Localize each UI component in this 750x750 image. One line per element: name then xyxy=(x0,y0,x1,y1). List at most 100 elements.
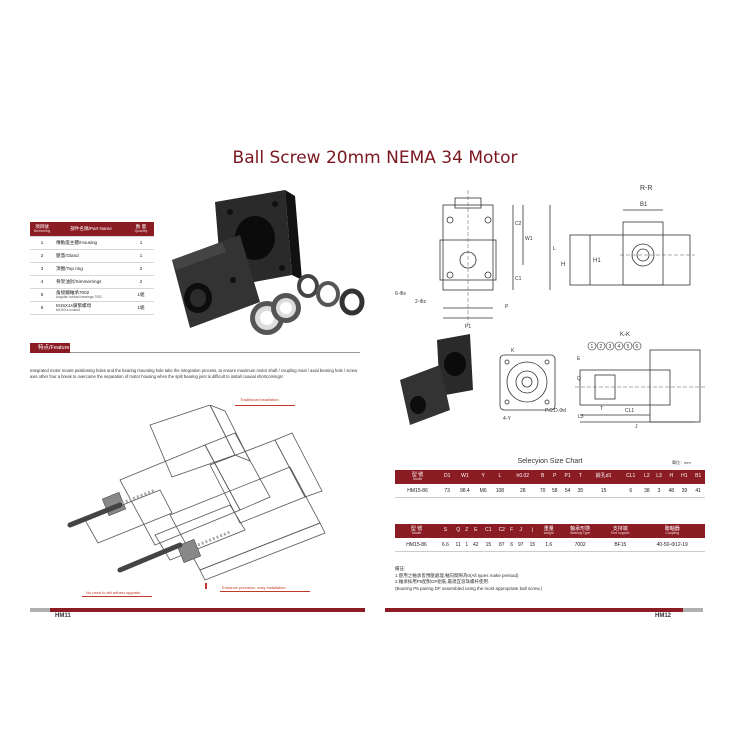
dim-s: 6-Φs xyxy=(395,291,406,297)
header-cell: Y xyxy=(475,470,491,484)
page-number-right: HM12 xyxy=(655,613,672,619)
footer-bar-left xyxy=(50,608,365,612)
callout-circles: 1 2 3 4 5 6 xyxy=(587,341,642,351)
svg-text:5: 5 xyxy=(627,344,630,350)
table-cell: 39 xyxy=(677,484,692,498)
header-cell: h0.02 xyxy=(509,470,537,484)
header-cell: B1 xyxy=(691,470,705,484)
installation-comparison-illustration xyxy=(67,405,326,581)
footer-bar-right xyxy=(385,608,683,612)
dim-p: P xyxy=(505,304,509,310)
table-cell: 7002 xyxy=(559,538,602,552)
table-cell: 42 xyxy=(469,538,482,552)
header-cell: Q xyxy=(452,524,464,538)
notes: 備註: 1.使用之軸承皆預壓處理,軸向間隙為0(All types make p… xyxy=(395,566,715,592)
annotation-line xyxy=(82,596,152,597)
table-cell: BF15 xyxy=(601,538,640,552)
table-cell: 108 xyxy=(490,484,510,498)
header-cell: T xyxy=(574,470,587,484)
table-cell: 48 xyxy=(665,484,678,498)
header-cell: L3 xyxy=(652,470,666,484)
annotation-line xyxy=(205,583,207,589)
dim-e: E xyxy=(577,356,581,362)
footer-gray-left xyxy=(30,608,50,612)
dim-c2: C2 xyxy=(515,221,522,227)
annotation-line xyxy=(235,405,295,406)
dim-p1: P1 xyxy=(465,324,471,330)
header-cell: F xyxy=(508,524,515,538)
svg-text:6: 6 xyxy=(636,344,639,350)
dim-j: J xyxy=(635,424,638,430)
table-cell: 15 xyxy=(481,538,496,552)
housing-body xyxy=(172,190,302,328)
header-cell: C1 xyxy=(481,524,496,538)
feature-tab: 特点/Feature xyxy=(30,343,70,353)
table-cell: 15 xyxy=(586,484,621,498)
table-cell: M6 xyxy=(475,484,491,498)
header-cell: 鉸孔d1 xyxy=(586,470,621,484)
svg-text:2: 2 xyxy=(600,344,603,350)
table-cell: 28 xyxy=(509,484,537,498)
technical-drawing-top: P P1 C2 W1 L C1 6-Φs 2-Φz R-R B1 H H1 xyxy=(395,185,695,330)
svg-text:1: 1 xyxy=(591,344,594,350)
header-cell: C2 xyxy=(495,524,509,538)
section-rr-label: R-R xyxy=(640,185,652,192)
dim-l: L xyxy=(553,246,556,252)
table-cell: 73 xyxy=(440,484,455,498)
table-cell: 35 xyxy=(574,484,587,498)
note-line: (Boaring P5 pairing DF assembled using t… xyxy=(395,585,543,591)
table-cell: 6 xyxy=(620,484,641,498)
dim-q: Q xyxy=(577,376,581,382)
table-cell: HM15-86 xyxy=(395,538,439,552)
table-cell: 38 xyxy=(640,484,653,498)
header-cell: P1 xyxy=(560,470,575,484)
table-cell: 87 xyxy=(495,538,509,552)
front-view-drawing xyxy=(439,190,551,325)
annotation-line xyxy=(220,591,310,592)
dim-four-y: 4-Y xyxy=(503,416,511,422)
dim-w1: W1 xyxy=(525,236,533,242)
header-cell: L2 xyxy=(640,470,653,484)
table-cell: 11 xyxy=(452,538,464,552)
dim-k: K xyxy=(511,348,515,354)
unit-label: 單位：mm xyxy=(672,460,691,465)
svg-text:4: 4 xyxy=(618,344,621,350)
selection-chart-title: Selecyion Size Chart xyxy=(517,458,583,465)
header-cell: H1 xyxy=(677,470,692,484)
dim-t: T xyxy=(600,406,603,412)
dim-cl1: CL1 xyxy=(625,408,634,414)
header-cell: J xyxy=(514,524,527,538)
section-kk-label: K-K xyxy=(620,332,630,338)
header-cell: B xyxy=(536,470,549,484)
page-title: Ball Screw 20mm NEMA 34 Motor xyxy=(232,148,518,168)
table-cell: 15 xyxy=(526,538,539,552)
table-cell: 1.6 xyxy=(538,538,560,552)
svg-text:3: 3 xyxy=(609,344,612,350)
annotation-traditional: Traditional installation xyxy=(240,397,279,402)
ring-part xyxy=(297,274,365,316)
feature-text: Integrated motor mount positioning holes… xyxy=(30,368,358,379)
header-cell: CL1 xyxy=(620,470,641,484)
page-number-left: HM11 xyxy=(55,613,71,619)
dim-l3: L3 xyxy=(578,414,584,420)
header-cell: H xyxy=(665,470,678,484)
